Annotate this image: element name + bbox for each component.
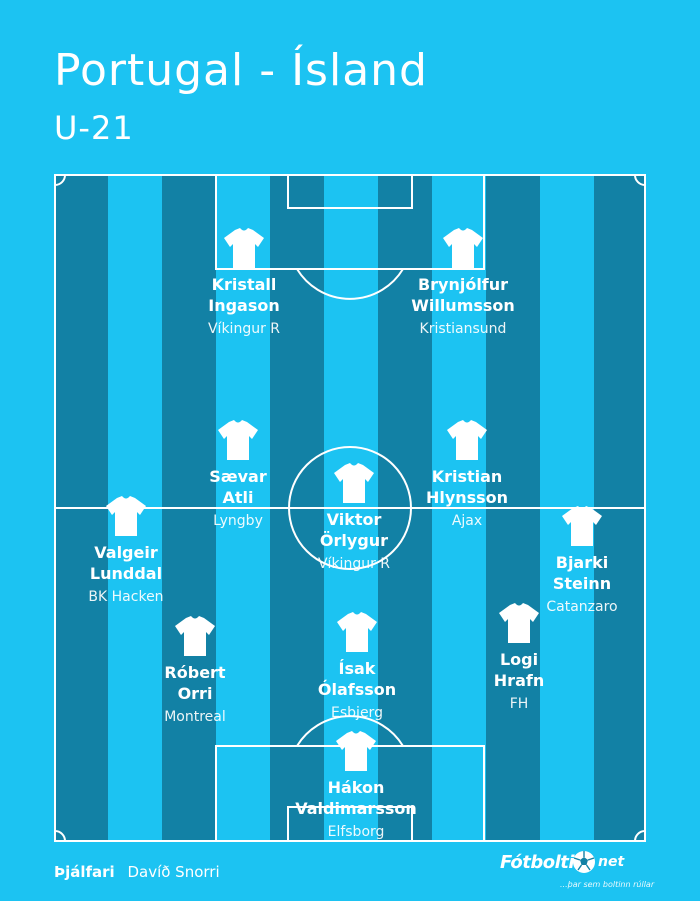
player-card: Róbert Orri Montreal [105,614,285,727]
page-title: Portugal - Ísland [54,45,428,96]
player-last-name: Ólafsson [317,680,397,699]
corner-arc [54,830,66,842]
page-subtitle: U-21 [54,109,134,147]
player-first-name: Brynjólfur [417,275,509,294]
player-first-name: Logi [499,650,539,669]
shirt-icon [336,731,376,771]
player-card: Sævar Atli Lyngby [148,418,328,531]
player-first-name: Bjarki [555,553,609,572]
player-club: Kristiansund [419,321,507,337]
player-first-name: Kristian [431,467,503,486]
player-card: Viktor Örlygur Víkingur R [264,461,444,574]
player-last-name: Willumsson [411,296,515,315]
logo-suffix: net [598,854,625,870]
player-card: Kristian Hlynsson Ajax [377,418,557,531]
coach-label: Þjálfari [54,863,115,881]
player-club: BK Hacken [88,589,164,605]
goal-box-bottom [287,806,413,842]
shirt-icon [562,506,602,546]
player-last-name: Lunddal [89,564,163,583]
player-last-name: Orri [177,684,213,703]
penalty-arc-bottom [296,715,404,747]
logo-tagline: ...þar sem boltinn rúllar [560,880,655,889]
shirt-icon [175,616,215,656]
player-last-name: Ingason [208,296,280,315]
shirt-icon [218,420,258,460]
player-card: Brynjólfur Willumsson Kristiansund [373,226,553,339]
player-first-name: Ísak [338,659,376,678]
player-first-name: Viktor [326,510,382,529]
football-icon [573,851,595,873]
shirt-icon [224,228,264,268]
player-last-name: Hlynsson [425,488,509,507]
shirt-icon [106,496,146,536]
player-card: Kristall Ingason Víkingur R [154,226,334,339]
brand-logo: Fótbolti net ...þar sem boltinn rúllar [500,846,654,896]
player-club: Víkingur R [207,321,281,337]
player-card: Ísak Ólafsson Esbjerg [267,610,447,723]
shirt-icon [443,228,483,268]
player-club: Ajax [451,513,483,529]
pitch [54,174,646,842]
goal-box-top [287,174,413,209]
corner-arc [634,174,646,186]
coach-name: Davíð Snorri [127,863,220,881]
logo-wordmark: Fótbolti [500,852,575,873]
player-club: Elfsborg [327,824,385,840]
player-card: Logi Hrafn FH [429,601,609,714]
player-club: Lyngby [213,513,263,529]
coach-line: Þjálfari Davíð Snorri [54,862,220,882]
corner-arc [634,830,646,842]
player-club: Catanzaro [546,599,618,615]
player-last-name: Hrafn [493,671,545,690]
shirt-icon [337,612,377,652]
player-club: Víkingur R [317,556,391,572]
player-last-name: Steinn [552,574,612,593]
player-first-name: Róbert [164,663,226,682]
shirt-icon [499,603,539,643]
shirt-icon [447,420,487,460]
shirt-icon [334,463,374,503]
player-club: FH [509,696,529,712]
player-card: Bjarki Steinn Catanzaro [492,504,672,617]
player-club: Montreal [164,709,226,725]
player-card: Valgeir Lunddal BK Hacken [36,494,216,607]
player-last-name: Valdimarsson [295,799,417,818]
player-club: Esbjerg [331,705,383,721]
player-last-name: Atli [222,488,254,507]
player-first-name: Kristall [211,275,277,294]
player-first-name: Valgeir [94,543,158,562]
player-card: Hákon Valdimarsson Elfsborg [266,729,446,842]
player-first-name: Hákon [327,778,385,797]
player-last-name: Örlygur [319,531,389,550]
penalty-arc-top [296,268,404,300]
center-circle [288,446,412,570]
corner-arc [54,174,66,186]
player-first-name: Sævar [209,467,267,486]
